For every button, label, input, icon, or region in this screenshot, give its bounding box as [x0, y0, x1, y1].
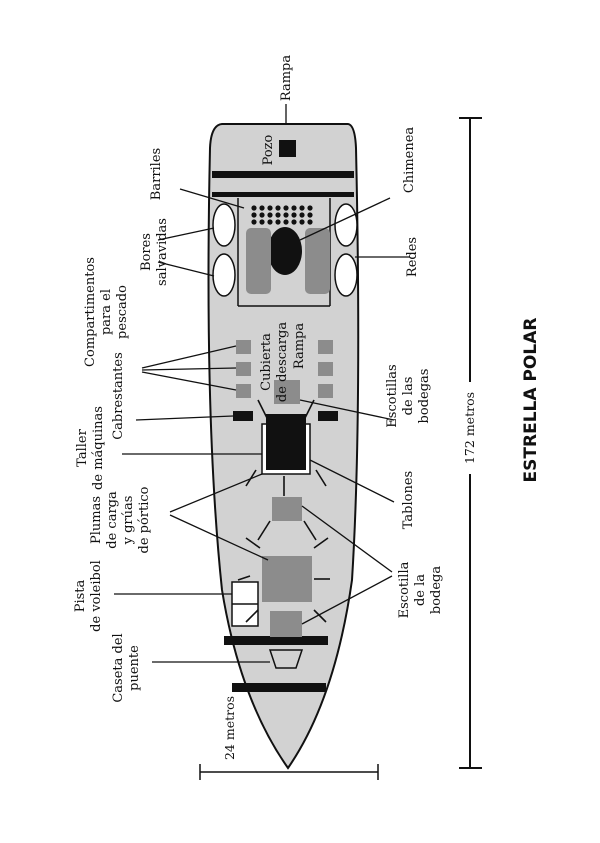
- barrel: [307, 219, 313, 225]
- width-dimension: [199, 764, 379, 780]
- bridge-house: [268, 649, 304, 669]
- barrel: [251, 205, 257, 211]
- label-bores-1: Bores: [139, 233, 154, 271]
- label-rampa-mid: Rampa: [292, 323, 307, 369]
- barrel: [299, 219, 305, 225]
- barrel: [267, 219, 273, 225]
- label-comp-1: Compartimentos: [83, 257, 98, 367]
- hatch-block-large: [262, 556, 312, 602]
- label-plumas-3: y grúas: [121, 496, 136, 546]
- label-cubierta-1: Cubierta: [259, 333, 274, 391]
- barrel: [275, 219, 281, 225]
- barrel: [259, 212, 265, 218]
- lifeboat-left-1: [212, 203, 236, 247]
- hatch-block: [272, 497, 302, 521]
- barrel: [251, 212, 257, 218]
- leader-lines: [114, 104, 410, 663]
- barrel: [283, 219, 289, 225]
- label-pozo: Pozo: [261, 134, 276, 165]
- width-label: 24 metros: [222, 696, 237, 760]
- barrel: [307, 212, 313, 218]
- label-escotilla-3: bodega: [429, 566, 444, 614]
- label-pista-2: de voleibol: [89, 560, 104, 632]
- deck-band: [212, 171, 354, 178]
- length-label: 172 metros: [462, 392, 477, 464]
- fish-compartment: [318, 340, 333, 354]
- lifeboat-left-2: [212, 253, 236, 297]
- barrel: [307, 205, 313, 211]
- barrel: [267, 212, 273, 218]
- barrel: [283, 205, 289, 211]
- label-escotilla-2: de la: [413, 574, 428, 606]
- fish-compartment: [236, 340, 251, 354]
- label-plumas-2: de carga: [105, 491, 120, 549]
- barrel: [275, 212, 281, 218]
- label-comp-3: pescado: [115, 285, 130, 339]
- label-taller-1: Taller: [75, 428, 90, 466]
- barrel: [291, 205, 297, 211]
- deck-band: [212, 192, 354, 197]
- lifeboat-right-1: [334, 203, 358, 247]
- label-redes: Redes: [405, 237, 420, 277]
- barrel: [267, 205, 273, 211]
- net-block-left: [246, 228, 271, 294]
- label-barriles: Barriles: [149, 148, 164, 200]
- net-block-right: [305, 228, 330, 294]
- barrel: [275, 205, 281, 211]
- boom-lines: [237, 399, 330, 623]
- barrel: [291, 219, 297, 225]
- barrel: [291, 212, 297, 218]
- winch-left: [233, 411, 253, 421]
- label-cubierta-2: de descarga: [275, 322, 290, 402]
- hold-hatch: [274, 380, 300, 404]
- barrels-grid: [251, 205, 313, 225]
- label-escotilla-1: Escotilla: [397, 561, 412, 618]
- label-comp-2: para el: [99, 289, 114, 335]
- pozo-square: [279, 140, 296, 157]
- barrel: [299, 205, 305, 211]
- label-escotillas-3: bodegas: [417, 369, 432, 424]
- fish-compartment: [318, 362, 333, 376]
- fish-compartment: [236, 384, 251, 398]
- diagram-title: ESTRELLA POLAR: [521, 318, 541, 483]
- label-escotillas-2: de las: [401, 377, 416, 416]
- machine-workshop-core: [266, 414, 306, 470]
- label-caseta-1: Caseta del: [111, 633, 126, 702]
- hatch-block: [270, 611, 302, 637]
- deck-band: [232, 683, 326, 692]
- barrel: [283, 212, 289, 218]
- label-escotillas-1: Escotillas: [385, 364, 400, 427]
- barrel: [259, 205, 265, 211]
- label-pista-1: Pista: [73, 579, 88, 612]
- label-rampa-top: Rampa: [279, 55, 294, 101]
- deck-band: [224, 636, 328, 645]
- label-plumas-1: Plumas: [89, 496, 104, 544]
- barrel: [251, 219, 257, 225]
- label-bores-2: salvavidas: [155, 218, 170, 286]
- label-chimenea: Chimenea: [402, 127, 417, 194]
- lifeboat-right-2: [334, 253, 358, 297]
- chimney: [268, 227, 302, 275]
- label-cabrestantes: Cabrestantes: [111, 352, 126, 440]
- label-plumas-4: de pórtico: [137, 486, 152, 553]
- barrel: [299, 212, 305, 218]
- label-taller-2: de máquinas: [91, 406, 106, 490]
- winch-right: [318, 411, 338, 421]
- label-tablones: Tablones: [401, 471, 416, 529]
- fish-compartment: [236, 362, 251, 376]
- barrel: [259, 219, 265, 225]
- fish-compartment: [318, 384, 333, 398]
- label-caseta-2: puente: [127, 645, 142, 691]
